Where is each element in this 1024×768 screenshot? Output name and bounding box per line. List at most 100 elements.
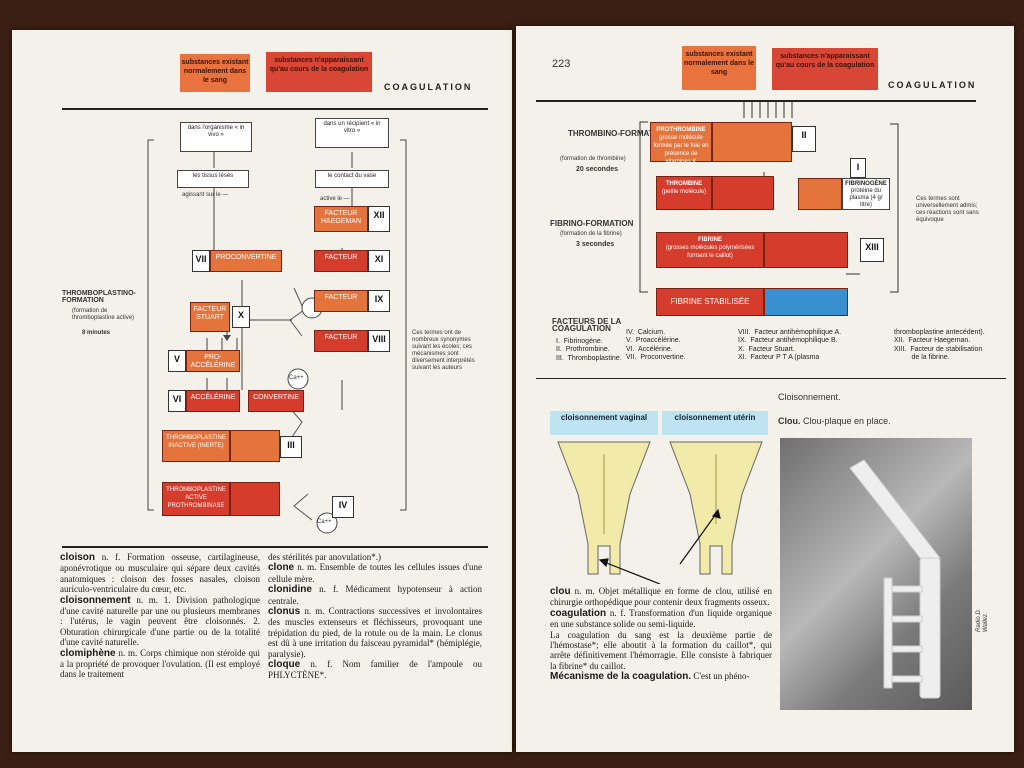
entry-clone: clone [268, 562, 295, 574]
entry-clou: clou [550, 586, 571, 597]
label-cloisonnement-vaginal: cloisonnement vaginal [550, 411, 658, 435]
fibrinogene-desc: protéine du plasma (4 g/ litre) [849, 188, 883, 208]
box-in-vitro: dans un récipient « in vitro » [315, 118, 389, 148]
dictionary-left-col: cloison n. f. Formation osseuse, cartila… [60, 552, 260, 680]
thrombine-name: THROMBINE [665, 181, 703, 187]
header-rule-right [536, 100, 976, 102]
fibrinogene-pattern [798, 178, 842, 210]
thromboplastine-inactive: THROMBOPLASTINE INACTIVE (INERTE) [162, 430, 230, 462]
roman-vii: VII [192, 250, 210, 272]
clou-caption-bold: Clou. [778, 416, 801, 426]
roman-iv: IV [332, 496, 354, 518]
roman-xi: XI [368, 250, 390, 272]
dictionary-right-col: des stérilités par anovulation*.) clone … [268, 552, 482, 681]
factor-convertine: CONVERTINE [248, 390, 304, 412]
entry-cloisonnement-text: n. m. 1. Division pathologique d'une cav… [60, 594, 260, 648]
right-page: 223 substances existant normalement dans… [516, 26, 1014, 752]
factor-haegeman: FACTEUR HAEGEMAN [314, 206, 368, 232]
page-title: COAGULATION [384, 82, 473, 92]
universels-note: Ces termes sont universellement admis; c… [916, 196, 979, 223]
entry-coagulation: coagulation [550, 607, 607, 619]
header-box-normal-right: substances existant normalement dans le … [682, 46, 756, 90]
entry-clonidine-text: n. f. Médicament hypotenseur à action ce… [268, 584, 482, 606]
left-page: substances existant normalement dans le … [12, 30, 512, 752]
legend-title: FACTEURS DE LA COAGULATION [552, 317, 622, 333]
thromboplastino-formation-time: 8 minutes [82, 330, 111, 336]
roman-viii: VIII [368, 330, 390, 352]
prothrombine-name: PROTHROMBINE [656, 127, 706, 133]
thromboplastino-formation-label: THROMBOPLASTINO-FORMATION [62, 290, 136, 304]
roman-x: X [232, 306, 250, 328]
cloisonnement-title: Cloisonnement. [778, 392, 841, 402]
fibrino-formation-sub: (formation de la fibrine) [560, 231, 622, 237]
thrombino-formation-sub: (formation de thrombine) [560, 156, 626, 162]
factor-thrombine: THROMBINE(petite molécule) [656, 176, 712, 210]
factor-accelerine: ACCÉLÉRINE [186, 390, 240, 412]
box-tissus-leses: les tissus lésés [177, 170, 249, 188]
label-cloisonnement-uterin: cloisonnement utérin [662, 411, 768, 435]
photo-credit: Radio D. Wallez. [976, 608, 989, 632]
entry-clonidine: clonidine [268, 584, 312, 596]
label-active-le: active le — [320, 196, 350, 202]
header-box-cours-right: substances n'apparaissant qu'au cours de… [772, 48, 878, 90]
entry-cloque-text: n. f. Nom familier de l'ampoule ou PHLYC… [268, 659, 483, 681]
page-number: 223 [552, 58, 571, 70]
legend-col-3: VIII. Facteur antihémophilique A. IX. Fa… [738, 329, 842, 361]
clou-caption: Clou. Clou-plaque en place. [778, 416, 891, 426]
entry-coagulation-sang: La coagulation du sang est la deuxième p… [550, 629, 772, 671]
entry-coagulation-text: n. f. Transformation d'un liquide organi… [550, 607, 773, 630]
thrombino-formation-label: THROMBINO-FORMATION [568, 129, 668, 138]
entry-clone-text: n. m. Ensemble de toutes les cellules is… [268, 562, 483, 584]
box-contact-vase: le contact du vase [315, 170, 389, 188]
header-box-cours: substances n'apparaissant qu'au cours de… [266, 52, 372, 92]
factor-ix: FACTEUR [314, 290, 368, 312]
roman-v: V [168, 350, 186, 372]
roman-iii: III [280, 436, 302, 458]
section-rule [62, 546, 488, 548]
thrombine-pattern [712, 176, 774, 210]
thromboplastine-inactive-pattern [230, 430, 280, 462]
label-agissant: agissant sur le — [182, 192, 229, 198]
fibrino-formation-time: 3 secondes [576, 241, 615, 248]
fibrine-pattern [764, 232, 848, 268]
clou-caption-text: Clou-plaque en place. [803, 416, 891, 426]
calcium-label-3: Ca++ [317, 519, 332, 525]
prothrombine-pattern [712, 122, 792, 162]
roman-vi: VI [168, 390, 186, 412]
entry-mecanisme-text: C'est un phéno- [693, 671, 750, 682]
thromboplastino-formation-sub: (formation de thromboplastine active) [72, 308, 135, 321]
synonymes-note: Ces termes ont de nombreux synonymes sui… [412, 330, 475, 371]
entry-mecanisme: Mécanisme de la coagulation. [550, 671, 692, 683]
roman-xiii: XIII [860, 238, 884, 262]
entry-sterilites: des stérilités par anovulation*.) [268, 552, 381, 562]
entry-clonus: clonus [268, 606, 301, 618]
factor-viii: FACTEUR [314, 330, 368, 352]
roman-i: I [850, 158, 866, 178]
uterus-illustrations [557, 441, 763, 584]
fibrine-desc: (grosses molécules polymérisées formant … [665, 245, 755, 259]
roman-ii: II [792, 126, 816, 152]
fibrinogene-name: FIBRINOGÈNE [845, 181, 887, 187]
entry-clou-text: n. m. Objet métallique en forme de clou,… [550, 586, 773, 608]
roman-xii: XII [368, 206, 390, 232]
xray-image [780, 438, 972, 710]
roman-ix: IX [368, 290, 390, 312]
legend-col-2: IV. Calcium. V. Proaccélérine. VI. Accél… [626, 329, 686, 361]
thromboplastine-active-pattern [230, 482, 280, 516]
legend-col-1: I. Fibrinogène. II. Prothrombine. III. T… [556, 338, 622, 362]
legend-col-4: thromboplastine antecédent). XII. Facteu… [894, 329, 985, 361]
factor-fibrine: FIBRINE(grosses molécules polymérisées f… [656, 232, 764, 268]
factor-proaccelerine: PRO-ACCÉLÉRINE [186, 350, 240, 372]
entry-cloisonnement: cloisonnement [60, 594, 131, 606]
fibrino-formation-label: FIBRINO-FORMATION [550, 219, 634, 228]
header-rule [62, 108, 488, 110]
entry-clonus-text: n. m. Contractions successives et involo… [268, 606, 483, 659]
entry-cloque: cloque [268, 659, 301, 671]
section-rule-right [536, 378, 1006, 379]
fibrine-stabilisee-pattern [764, 288, 848, 316]
fibrine-stabilisee: FIBRINE STABILISÉE [656, 288, 764, 316]
entry-cloison-text: n. f. Formation osseuse, cartilagineuse,… [60, 552, 260, 595]
page-title-right: COAGULATION [888, 80, 977, 90]
